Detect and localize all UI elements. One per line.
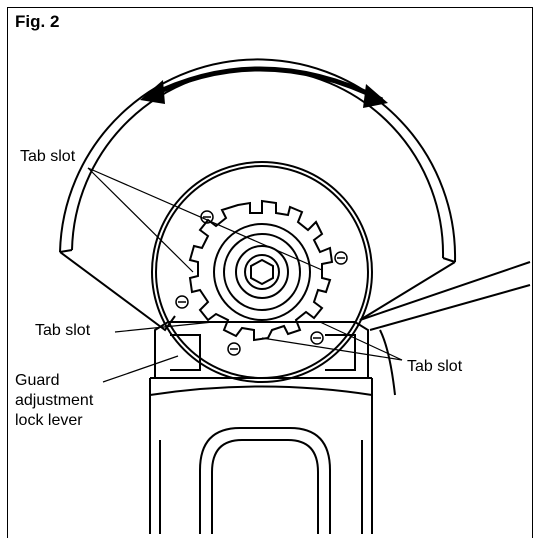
flange-screws: [175, 210, 348, 356]
guard-collar: [188, 199, 334, 342]
label-guard-line1: Guard: [15, 372, 60, 389]
label-tab-slot-left: Tab slot: [35, 322, 91, 339]
label-guard-line2: adjustment: [15, 392, 94, 409]
motor-body: [149, 385, 373, 534]
wheel-guard: [59, 58, 457, 332]
label-guard-line3: lock lever: [15, 412, 83, 429]
leader-lines: [87, 167, 403, 383]
side-handle: [359, 261, 531, 396]
gear-housing: [149, 321, 373, 534]
label-tab-slot-right: Tab slot: [407, 358, 463, 375]
figure-title: Fig. 2: [15, 12, 60, 31]
rotation-arrow-head-right: [363, 84, 388, 108]
flange: [151, 161, 373, 383]
figure-frame: [7, 7, 533, 538]
label-tab-slot-top: Tab slot: [20, 148, 76, 165]
